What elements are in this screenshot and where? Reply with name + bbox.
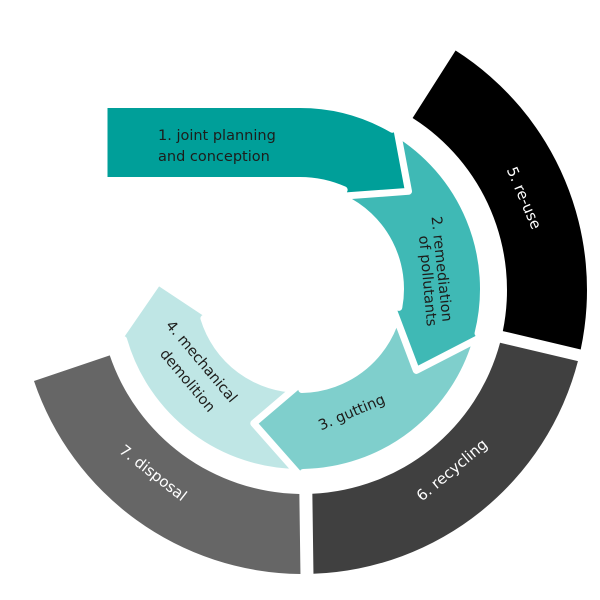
stage-6-segment <box>312 342 578 574</box>
stage-5-segment <box>412 50 587 350</box>
step-1-arrow <box>100 101 412 200</box>
outer-ring <box>33 50 587 574</box>
step-1-label-line-2: and conception <box>158 149 270 165</box>
step-1-label-line-1: 1. joint planning <box>158 128 276 144</box>
inner-cycle-arrows <box>100 101 489 483</box>
stage-7-segment <box>33 355 301 574</box>
step-2-label-line-2: of pollutants <box>415 235 439 327</box>
